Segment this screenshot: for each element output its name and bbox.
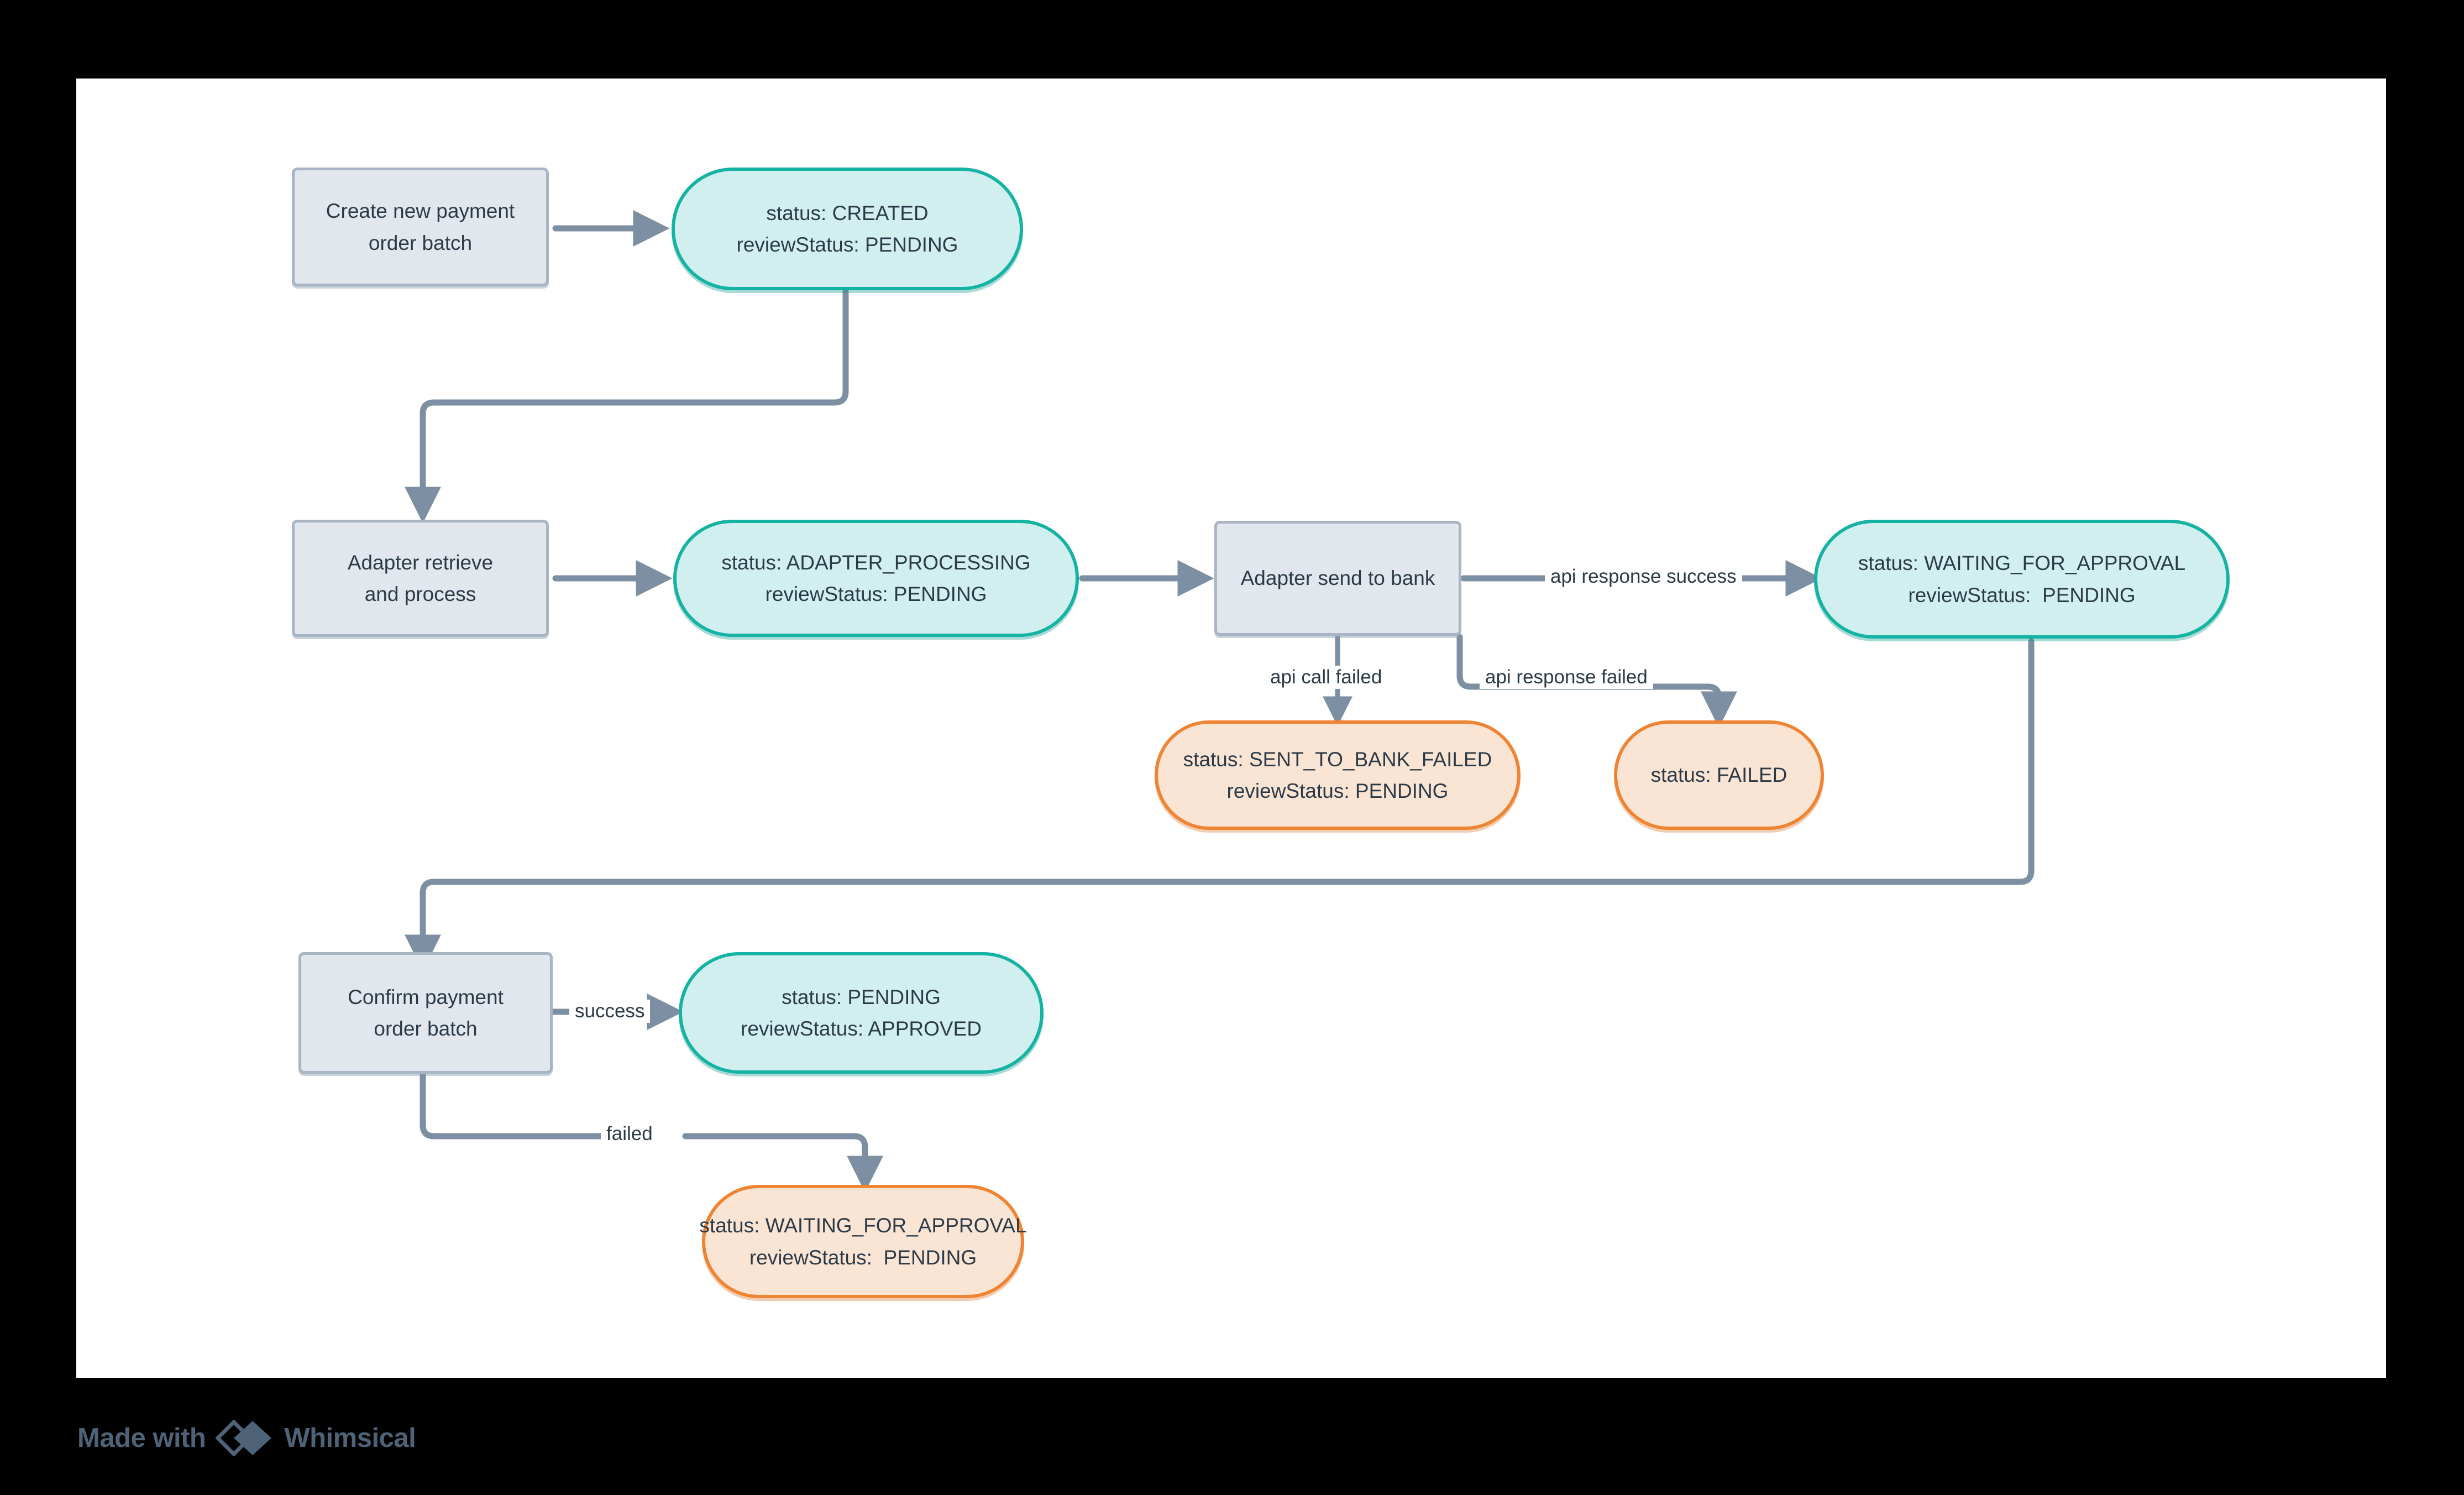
node-line: reviewStatus: PENDING xyxy=(765,583,987,605)
node-line: Confirm payment xyxy=(348,985,504,1008)
node-line: status: WAITING_FOR_APPROVAL xyxy=(1858,552,2186,575)
node-line: reviewStatus: PENDING xyxy=(749,1246,977,1269)
node-create-payment-order-batch[interactable]: Create new payment order batch xyxy=(292,168,549,286)
node-status-pending-approved[interactable]: status: PENDING reviewStatus: APPROVED xyxy=(679,952,1044,1074)
node-line: status: CREATED xyxy=(766,201,929,224)
node-line: reviewStatus: PENDING xyxy=(1226,780,1449,802)
footer-brand-label: Whimsical xyxy=(284,1423,416,1453)
node-line: and process xyxy=(364,583,476,605)
node-line: status: PENDING xyxy=(782,985,941,1008)
node-line: Adapter send to bank xyxy=(1240,567,1435,590)
node-status-waiting-for-approval[interactable]: status: WAITING_FOR_APPROVAL reviewStatu… xyxy=(1814,520,2230,639)
node-status-sent-to-bank-failed[interactable]: status: SENT_TO_BANK_FAILED reviewStatus… xyxy=(1155,720,1521,830)
node-adapter-send-to-bank[interactable]: Adapter send to bank xyxy=(1214,521,1461,636)
node-line: status: SENT_TO_BANK_FAILED xyxy=(1183,748,1492,771)
node-line: Adapter retrieve xyxy=(347,551,494,574)
node-line: status: ADAPTER_PROCESSING xyxy=(721,551,1031,574)
node-line: Create new payment xyxy=(326,200,515,223)
footer-made-with-label: Made with xyxy=(77,1423,206,1453)
made-with-whimsical-footer[interactable]: Made with Whimsical xyxy=(77,1420,416,1456)
node-line: status: FAILED xyxy=(1650,764,1787,787)
node-line: reviewStatus: PENDING xyxy=(736,233,958,256)
edge-label-failed: failed xyxy=(601,1122,658,1146)
node-line: reviewStatus: PENDING xyxy=(1908,583,2136,607)
node-line: order batch xyxy=(368,231,473,254)
edge-label-api-response-success: api response success xyxy=(1545,565,1742,588)
node-status-created[interactable]: status: CREATED reviewStatus: PENDING xyxy=(672,168,1023,290)
node-line: reviewStatus: APPROVED xyxy=(741,1017,982,1040)
node-line: status: WAITING_FOR_APPROVAL xyxy=(699,1214,1027,1237)
edge-label-success: success xyxy=(569,1000,651,1023)
node-line: order batch xyxy=(374,1017,478,1040)
node-status-failed[interactable]: status: FAILED xyxy=(1614,720,1824,830)
whimsical-logo-icon xyxy=(216,1420,272,1456)
node-adapter-retrieve-and-process[interactable]: Adapter retrieve and process xyxy=(292,520,549,637)
node-status-waiting-for-approval-failed[interactable]: status: WAITING_FOR_APPROVAL reviewStatu… xyxy=(699,1185,1027,1298)
node-confirm-payment-order-batch[interactable]: Confirm payment order batch xyxy=(298,952,553,1074)
edge-label-api-response-failed: api response failed xyxy=(1480,666,1653,689)
node-status-adapter-processing[interactable]: status: ADAPTER_PROCESSING reviewStatus:… xyxy=(673,520,1079,637)
edge-label-api-call-failed: api call failed xyxy=(1265,666,1388,689)
